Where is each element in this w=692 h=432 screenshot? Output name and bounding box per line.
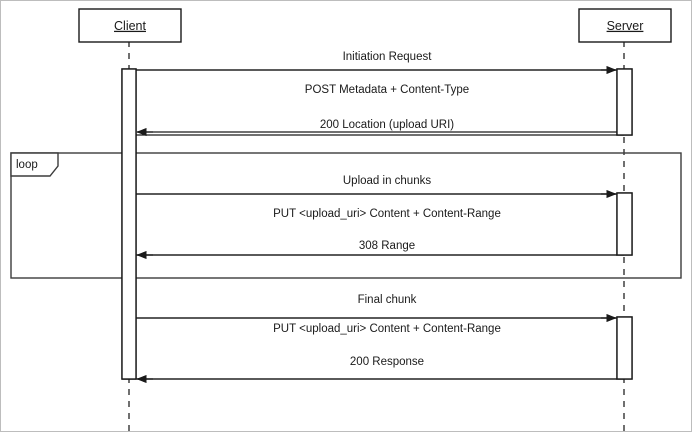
- participant-box-client[interactable]: [78, 8, 182, 43]
- message-label-initiation-response: 200 Location (upload URI): [320, 119, 454, 131]
- message-label-initiation-request: POST Metadata + Content-Type: [305, 84, 469, 96]
- activation-server-chunk-overlay[interactable]: [616, 192, 633, 256]
- message-label-final-request: PUT <upload_uri> Content + Content-Range: [273, 323, 501, 335]
- section-title-chunk-loop: Upload in chunks: [343, 175, 431, 187]
- participant-label-server: Server: [607, 19, 644, 33]
- activation-server-initiation-overlay[interactable]: [616, 68, 633, 136]
- participant-label-client: Client: [114, 19, 146, 33]
- message-label-chunk-request: PUT <upload_uri> Content + Content-Range: [273, 208, 501, 220]
- message-label-final-response: 200 Response: [350, 356, 424, 368]
- activation-server-final-overlay[interactable]: [616, 316, 633, 380]
- message-label-chunk-response: 308 Range: [359, 240, 415, 252]
- section-title-final-chunk: Final chunk: [358, 294, 417, 306]
- fragment-loop-frame[interactable]: [10, 152, 682, 279]
- activation-client-overlay[interactable]: [121, 68, 137, 380]
- participant-box-server[interactable]: [578, 8, 672, 43]
- section-title-initiation: Initiation Request: [343, 51, 433, 63]
- fragment-loop-tab: [10, 152, 59, 177]
- fragment-loop-label: loop: [16, 159, 38, 171]
